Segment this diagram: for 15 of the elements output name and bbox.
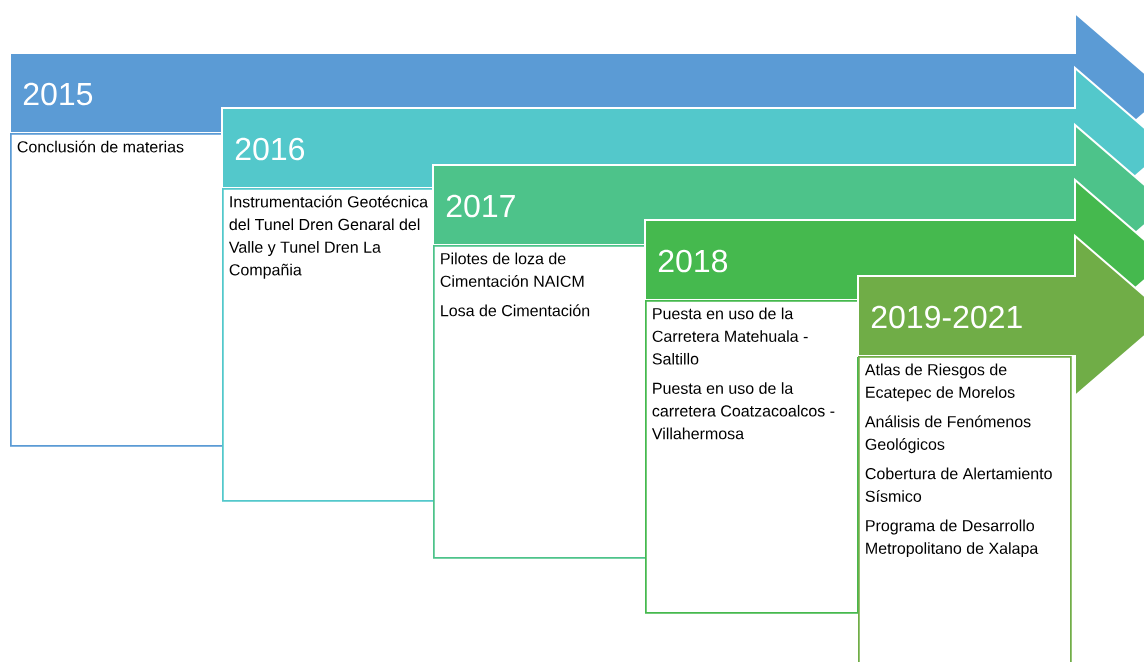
item-text: Cobertura de Alertamiento Sísmico <box>865 467 1052 502</box>
item-text: Atlas de Riesgos de Ecatepec de Morelos <box>864 363 1015 402</box>
item-text: Conclusión de materias <box>17 140 184 153</box>
item-text: Puesta en uso de la Carretera Matehuala - Saltillo <box>652 307 808 365</box>
timeline-box <box>858 356 1072 662</box>
item-text: Puesta en uso de la carretera Coatzacoalcos - Villahermosa <box>651 382 835 440</box>
item-text: Losa de Cimentación <box>441 304 590 317</box>
item-text: Pilotes de loza de Cimentación NAICM <box>440 252 584 287</box>
timeline-box <box>645 300 859 614</box>
timeline-box <box>433 245 647 559</box>
item-text: Programa de Desarrollo Metropolitano de Xalapa <box>866 519 1039 558</box>
timeline-box <box>222 188 436 502</box>
timeline-box <box>10 133 224 447</box>
item-text: Instrumentación Geotécnica del Tunel Dren Genaral del Valle y Tunel Dren La Compañia <box>228 195 429 279</box>
item-text: Análisis de Fenómenos Geológicos <box>864 415 1031 454</box>
